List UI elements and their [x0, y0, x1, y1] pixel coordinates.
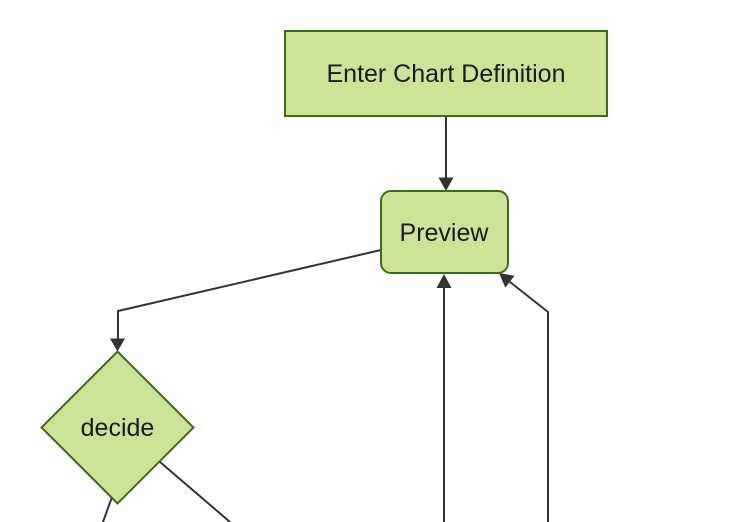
- node-layer: [40, 30, 608, 505]
- arrowhead-enter-to-preview: [438, 177, 454, 191]
- node-preview-label: Preview: [400, 219, 490, 247]
- edge-return-right-to-preview: [509, 281, 549, 522]
- edge-layer: [102, 115, 549, 522]
- arrowhead-return-right-to-preview: [499, 273, 515, 288]
- node-preview: [380, 190, 509, 274]
- node-decide-label: decide: [81, 414, 155, 442]
- arrowhead-preview-to-decide: [110, 338, 125, 352]
- arrowhead-return-center-to-preview: [436, 274, 452, 288]
- edge-decide-exit-left: [102, 496, 113, 522]
- node-enter-chart-definition-label: Enter Chart Definition: [326, 60, 565, 88]
- label-layer: Enter Chart Definition Preview decide: [81, 60, 566, 442]
- edge-preview-to-decide: [117, 249, 382, 341]
- node-enter-chart-definition: [284, 30, 608, 117]
- edge-decide-exit-right: [159, 461, 231, 522]
- node-decide: [40, 350, 195, 505]
